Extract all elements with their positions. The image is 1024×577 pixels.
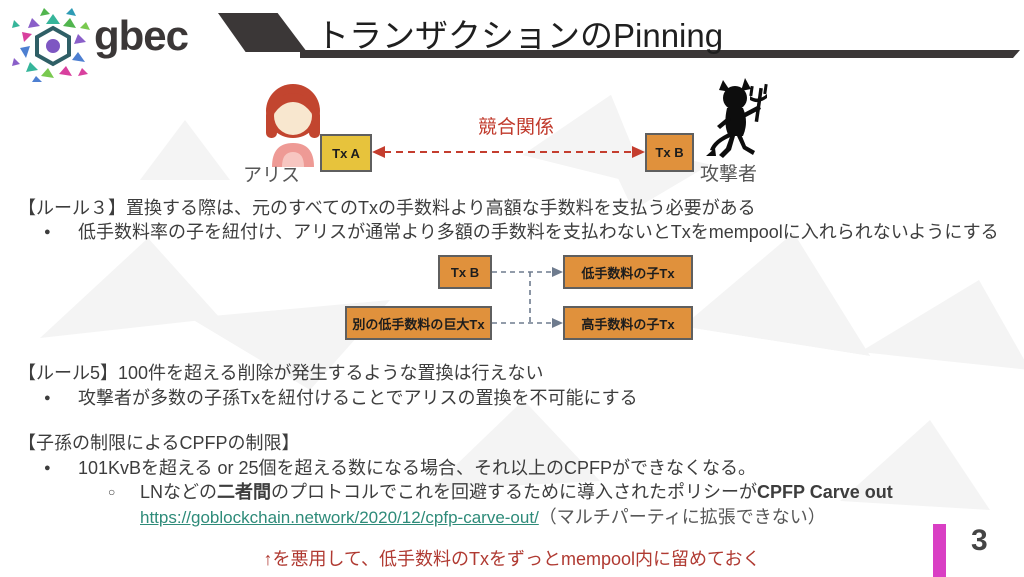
cpfp-sub-bullet: ○ LNなどの二者間のプロトコルでこれを回避するために導入されたポリシーがCPF… bbox=[108, 480, 893, 504]
bullet-icon: ● bbox=[44, 462, 51, 474]
rule3-heading: 【ルール３】置換する際は、元のすべてのTxの手数料より高額な手数料を支払う必要が… bbox=[18, 198, 756, 218]
abuse-warning-text: ↑を悪用して、低手数料のTxをずっとmempool内に留めておく bbox=[263, 549, 761, 569]
alice-label: アリス bbox=[243, 165, 301, 186]
title-underline-bar bbox=[300, 50, 1020, 58]
page-accent-bar bbox=[933, 524, 946, 577]
rule3-bullet-text: 低手数料率の子を紐付け、アリスが通常より多額の手数料を支払わないとTxをmemp… bbox=[78, 222, 999, 242]
low-fee-child-box: 低手数料の子Tx bbox=[563, 255, 693, 289]
sub-bullet-icon: ○ bbox=[108, 485, 116, 499]
header-accent-shape bbox=[218, 13, 307, 52]
tx-b-box: Tx B bbox=[645, 133, 694, 172]
pin-diagram-connectors bbox=[492, 255, 564, 345]
cpfp-sub-bullet-text: LNなどの二者間のプロトコルでこれを回避するために導入されたポリシーがCPFP … bbox=[140, 480, 893, 504]
rule5-heading: 【ルール5】100件を超える削除が発生するような置換は行えない bbox=[18, 363, 544, 383]
cpfp-sub-prefix: LNなどの bbox=[140, 482, 218, 502]
watermark-triangle bbox=[140, 120, 230, 180]
tx-a-box: Tx A bbox=[320, 134, 372, 172]
link-note: （マルチパーティに拡張できない） bbox=[538, 507, 826, 527]
page-title: トランザクションのPinning bbox=[316, 17, 724, 54]
attacker-label: 攻撃者 bbox=[700, 164, 758, 185]
cpfp-heading: 【子孫の制限によるCPFPの制限】 bbox=[18, 433, 300, 453]
cpfp-carve-out-bold: CPFP Carve out bbox=[757, 482, 893, 502]
bullet-icon: ● bbox=[44, 392, 51, 404]
logo-wordmark: gbec bbox=[94, 12, 189, 59]
gbec-logo-icon bbox=[12, 6, 94, 82]
cpfp-sub-bold-two-party: 二者間 bbox=[217, 482, 272, 502]
conflict-arrow bbox=[372, 142, 645, 162]
conflict-relation-label: 競合関係 bbox=[478, 117, 555, 138]
rule5-bullet: ● 攻撃者が多数の子孫Txを紐付けることでアリスの置換を不可能にする bbox=[44, 386, 638, 410]
rule5-bullet-text: 攻撃者が多数の子孫Txを紐付けることでアリスの置換を不可能にする bbox=[78, 388, 638, 408]
bullet-icon: ● bbox=[44, 226, 51, 238]
page-number: 3 bbox=[971, 524, 988, 557]
rule3-bullet: ● 低手数料率の子を紐付け、アリスが通常より多額の手数料を支払わないとTxをme… bbox=[44, 220, 999, 244]
big-low-fee-tx-box: 別の低手数料の巨大Tx bbox=[345, 306, 492, 340]
cpfp-carve-out-link[interactable]: https://goblockchain.network/2020/12/cpf… bbox=[140, 508, 539, 527]
alice-avatar-icon bbox=[252, 82, 334, 167]
attacker-devil-icon bbox=[693, 76, 778, 168]
cpfp-sub-middle: のプロトコルでこれを回避するために導入されたポリシーが bbox=[271, 482, 758, 502]
watermark-triangle bbox=[860, 280, 1024, 370]
high-fee-child-box: 高手数料の子Tx bbox=[563, 306, 693, 340]
cpfp-link-line: https://goblockchain.network/2020/12/cpf… bbox=[140, 503, 826, 529]
cpfp-bullet: ● 101KvBを超える or 25個を超える数になる場合、それ以上のCPFPが… bbox=[44, 456, 756, 480]
pin-tx-b-box: Tx B bbox=[438, 255, 492, 289]
cpfp-bullet-text: 101KvBを超える or 25個を超える数になる場合、それ以上のCPFPができ… bbox=[78, 458, 756, 478]
watermark-triangle bbox=[40, 238, 220, 338]
